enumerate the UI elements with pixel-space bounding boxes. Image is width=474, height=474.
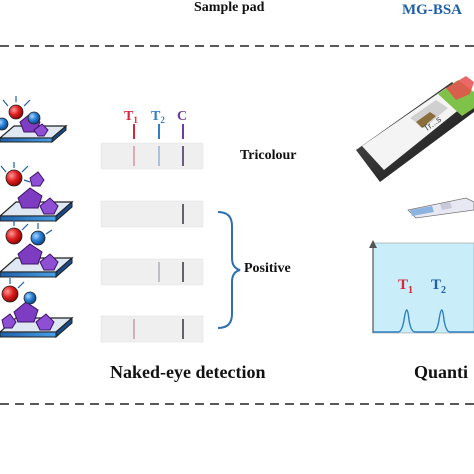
test-pad-stack [0,96,74,339]
plot-y-axis-arrow [369,240,377,248]
test-strip [100,315,204,343]
positive-bracket [217,211,241,329]
positive-label: Positive [244,261,291,276]
sample-pad-label: Sample pad [194,0,265,15]
strip-cassette [407,197,474,219]
t1-marker-label: T1 [124,109,138,125]
strip-line-markers: T1 T2 C [124,109,187,139]
antibody-complex [5,220,59,271]
c-marker-label: C [177,109,187,124]
tricolour-label: Tricolour [240,148,297,163]
mg-bsa-label: MG-BSA [402,2,462,18]
peak2-label: T2 [431,277,446,296]
test-pad [0,124,68,144]
naked-eye-detection-label: Naked-eye detection [110,362,265,382]
antibody-complex [0,162,59,215]
peak1-label: T1 [398,277,413,296]
test-strip [100,142,204,170]
quantitative-plot: T1 T2 [369,240,474,334]
smartphone-reader: Tr...s [356,76,474,182]
test-strip [100,200,204,228]
test-strip [100,258,204,286]
t2-marker-label: T2 [151,109,165,125]
antibody-complex [1,278,55,331]
antibody-complex [0,96,49,137]
quantitative-label: Quanti [414,362,468,382]
peak-trace [373,309,474,333]
